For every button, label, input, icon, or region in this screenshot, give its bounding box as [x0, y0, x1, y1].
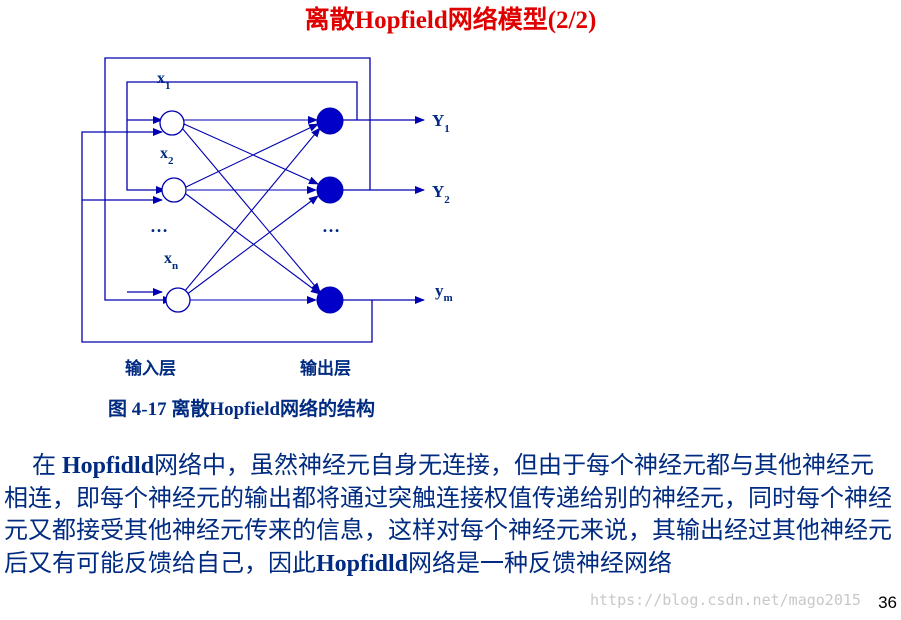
- input-label-n: xn: [164, 250, 178, 272]
- output-node-1: [316, 107, 344, 135]
- output-ellipsis: …: [322, 216, 340, 236]
- output-node-3: [316, 286, 344, 314]
- input-node-3: [165, 287, 191, 313]
- connection-2-3: [185, 193, 321, 295]
- slide-title: 离散Hopfield网络模型(2/2): [304, 7, 597, 34]
- paragraph-middle: 网络中，虽然神经元自身无连接，但由于每个神经元都与其他神经元相连，即每个神经元的…: [4, 453, 892, 577]
- output-label-1: Y1: [432, 111, 450, 135]
- input-ellipsis: …: [150, 216, 168, 236]
- output-nodes: [316, 107, 344, 314]
- connection-3-2: [185, 195, 319, 296]
- figure-caption: 图 4-17 离散Hopfield网络的结构: [108, 399, 376, 420]
- input-node-1: [159, 110, 185, 136]
- output-label-m: ym: [435, 281, 453, 304]
- hopfield-network-diagram: x1 x2 … xn … Y1 Y2 ym 输入层 输出层: [81, 57, 453, 378]
- feedback-lines: [81, 57, 373, 343]
- description-paragraph: 在 Hopfidld网络中，虽然神经元自身无连接，但由于每个神经元都与其他神经元…: [4, 450, 896, 580]
- input-label-2: x2: [160, 145, 174, 167]
- paragraph-term-2: Hopfidld: [316, 550, 409, 577]
- feedback-line-bottom: [81, 128, 373, 343]
- connection-1-2: [183, 123, 319, 185]
- connection-3-1: [183, 127, 321, 293]
- connection-lines: [181, 116, 321, 304]
- connection-2-1: [185, 123, 319, 188]
- input-layer-label: 输入层: [125, 358, 176, 378]
- feedback-line-outer-top: [104, 57, 371, 304]
- input-label-1: x1: [157, 70, 171, 92]
- page-number: 36: [878, 593, 897, 612]
- paragraph-tail: 网络是一种反馈神经网络: [408, 550, 673, 577]
- input-nodes: [159, 110, 191, 313]
- output-layer-label: 输出层: [300, 358, 351, 378]
- watermark-url: https://blog.csdn.net/mago2015: [590, 591, 861, 609]
- output-label-2: Y2: [432, 182, 450, 206]
- paragraph-term: Hopfidld: [62, 453, 155, 479]
- output-arrows: [343, 116, 425, 304]
- output-node-2: [316, 176, 344, 204]
- paragraph-lead: 在: [32, 453, 62, 479]
- feedback-line-inner-top: [126, 81, 358, 194]
- connection-1-3: [181, 127, 321, 293]
- input-node-2: [161, 177, 187, 203]
